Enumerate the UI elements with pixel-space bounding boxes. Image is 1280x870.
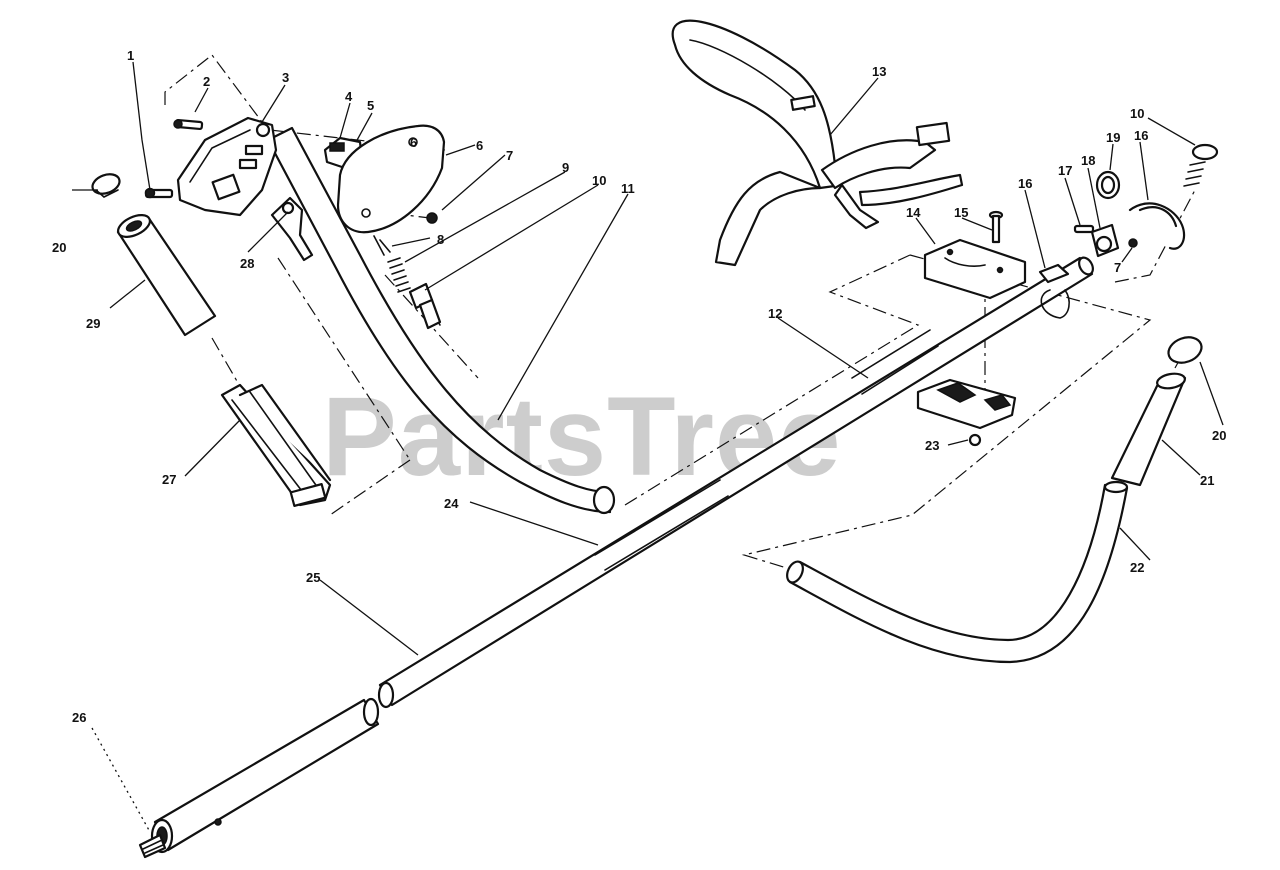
- callout-22: 22: [1130, 560, 1144, 575]
- screw-2: [173, 118, 204, 131]
- clip-16-left: [1038, 263, 1070, 284]
- wire-8: [373, 235, 391, 256]
- shoulder-harness: [671, 19, 964, 267]
- nut-7: [426, 212, 438, 224]
- loop-handle-22: [786, 480, 1129, 664]
- lower-shaft-26: [138, 697, 380, 859]
- callout-14: 14: [906, 205, 921, 220]
- callout-6-second: 6: [410, 135, 417, 150]
- clamp-block-top: [923, 238, 1027, 300]
- callout-25: 25: [306, 570, 320, 585]
- watermark-text: PartsTree: [322, 374, 842, 499]
- screw-17: [1073, 224, 1095, 234]
- callout-5: 5: [367, 98, 374, 113]
- callout-1: 1: [127, 48, 134, 63]
- clamp-block-bottom: [916, 378, 1017, 430]
- callout-10: 10: [592, 173, 606, 188]
- callout-6: 6: [476, 138, 483, 153]
- grip-29: [116, 214, 217, 337]
- clamp-ring: [1040, 289, 1070, 319]
- main-shaft-24: [377, 256, 1094, 709]
- leader-lines: [72, 61, 1224, 656]
- callout-17: 17: [1058, 163, 1072, 178]
- screw-1: [144, 187, 174, 199]
- callout-7: 7: [506, 148, 513, 163]
- callout-16-left: 16: [1018, 176, 1032, 191]
- callout-20-right: 20: [1212, 428, 1226, 443]
- callout-7-right: 7: [1114, 260, 1121, 275]
- spring-10-right: [1183, 143, 1219, 187]
- callout-23: 23: [925, 438, 939, 453]
- callout-3: 3: [282, 70, 289, 85]
- callout-12: 12: [768, 306, 782, 321]
- callout-28: 28: [240, 256, 254, 271]
- callout-21: 21: [1200, 473, 1214, 488]
- nut-7-right: [1128, 238, 1138, 248]
- callout-19: 19: [1106, 130, 1120, 145]
- callout-18: 18: [1081, 153, 1095, 168]
- end-cap-right: [1167, 336, 1203, 364]
- bracket-18: [1090, 223, 1120, 258]
- throttle-housing: [176, 116, 278, 217]
- callout-16-right: 16: [1134, 128, 1148, 143]
- callout-26: 26: [72, 710, 86, 725]
- callout-15: 15: [954, 205, 968, 220]
- leader-26: [91, 727, 151, 833]
- callout-27: 27: [162, 472, 176, 487]
- callout-11: 11: [621, 181, 635, 196]
- callout-9: 9: [562, 160, 569, 175]
- callout-8: 8: [437, 232, 444, 247]
- o-ring-19-inner: [1100, 175, 1116, 195]
- clip-16-right: [1128, 202, 1186, 250]
- collar-10: [408, 282, 442, 330]
- callout-2: 2: [203, 74, 210, 89]
- throttle-trigger: [270, 196, 314, 262]
- handle-bracket-27: [220, 383, 332, 508]
- callout-24: 24: [444, 496, 459, 511]
- callout-20-left: 20: [52, 240, 66, 255]
- grip-21: [1110, 372, 1187, 487]
- nut-23: [968, 433, 982, 447]
- spring-9: [387, 257, 411, 293]
- callout-13: 13: [872, 64, 886, 79]
- housing-cover: [336, 124, 446, 234]
- callout-labels: 1 2 3 4 5 6 7 8 9 10 11 12 13 14 15 16 1…: [52, 48, 1226, 725]
- callout-10-right: 10: [1130, 106, 1144, 121]
- end-cap-left: [91, 173, 121, 198]
- callout-29: 29: [86, 316, 100, 331]
- bolt-15: [988, 210, 1004, 244]
- callout-4: 4: [345, 89, 353, 104]
